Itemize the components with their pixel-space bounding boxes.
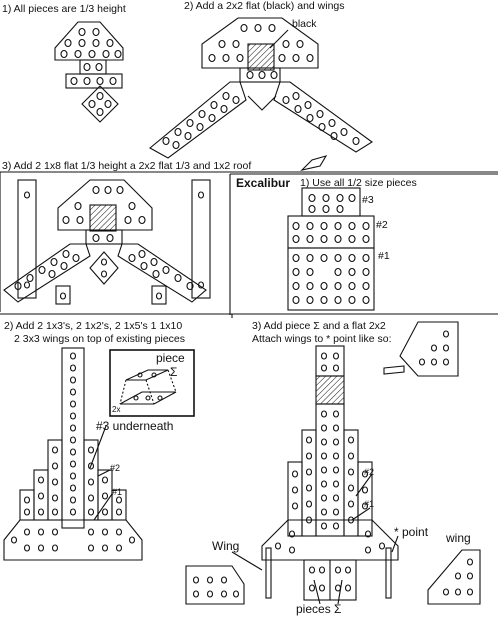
step6-marker-1: #1 (364, 499, 375, 509)
step5-studs (10, 352, 136, 552)
step6-base-wings (261, 519, 399, 561)
step5-underneath-arrow (89, 425, 107, 469)
excalibur-marker-3: #3 (362, 194, 374, 206)
step5-center-1x10 (61, 347, 85, 529)
excalibur-studs (292, 193, 370, 305)
step3-right-block (151, 285, 167, 305)
step3-nose (57, 179, 153, 231)
step2-studs (162, 23, 360, 150)
step6-black-flat (315, 375, 345, 405)
step3-studs (14, 185, 205, 300)
step1-diamond-piece (81, 85, 119, 123)
step3-black-flat (89, 204, 117, 232)
step2-assembly (149, 17, 373, 159)
step6-attach-icon (383, 365, 405, 375)
step6-point-label: * point (394, 525, 429, 539)
step1-crossbar-piece (65, 73, 123, 89)
step2-center-v (247, 95, 277, 111)
panel-frames (0, 171, 498, 318)
inset-bottom-plate (119, 391, 177, 405)
step6-wing-label-line (231, 551, 263, 571)
step1-label: 1) All pieces are 1/3 height (2, 3, 126, 15)
step1-studs (60, 27, 122, 117)
step5-marker2-line (97, 469, 111, 477)
step6-top-1x2 (315, 345, 345, 377)
excalibur-marker-1: #1 (378, 250, 390, 262)
inset-sigma: Σ (170, 365, 178, 379)
step3-center-diamond (89, 251, 119, 285)
step6-assembly (185, 321, 481, 605)
step6-pieces-label: pieces Σ (296, 602, 342, 616)
step2-black-callout: black (292, 18, 317, 30)
step5-label-line2: 2 3x3 wings on top of existing pieces (14, 333, 186, 345)
excalibur-assembly (287, 187, 375, 311)
step3-right-wing (117, 243, 207, 303)
step3-crossbar (85, 229, 123, 245)
inset-title: piece (156, 351, 185, 365)
step5-base-wings (3, 519, 143, 561)
step2-black-flat (247, 43, 275, 71)
step2-right-wing (273, 81, 373, 153)
excalibur-piece-2 (287, 215, 375, 249)
step6-left-outer-column (287, 461, 303, 537)
step6-studs (192, 330, 474, 598)
step5-marker-2: #2 (110, 463, 121, 473)
step5-underneath-label: #3 underneath (96, 419, 174, 433)
step6-center-column (315, 403, 345, 537)
step1-pieces (54, 21, 124, 123)
excalibur-marker-2: #2 (376, 219, 388, 231)
step1-nose-piece (54, 21, 124, 61)
step6-wing-detail (399, 321, 459, 377)
step3-label: 3) Add 2 1x8 flat 1/3 height a 2x2 flat … (2, 160, 252, 172)
inset-frame (109, 349, 195, 417)
step3-left-wing (3, 243, 91, 303)
step2-callout-line (269, 29, 289, 49)
inset-top-plate (125, 369, 169, 381)
step6-marker-2: #2 (364, 467, 375, 477)
step5-marker-1: #1 (112, 487, 123, 497)
step6-right-point-post (385, 547, 392, 599)
inset-tag: 2x (112, 405, 121, 414)
step6-right-outer-column (357, 461, 373, 537)
step5-marker1-line (93, 493, 113, 521)
step6-wing-right-label: wing (446, 531, 471, 545)
step5-label-line1: 2) Add 2 1x3's, 2 1x2's, 2 1x5's 1 1x10 (4, 320, 183, 332)
step6-label-line2: Attach wings to * point like so: (252, 333, 392, 345)
step3-left-1x8-flat (17, 179, 37, 299)
step2-nose-piece (201, 17, 319, 69)
step2-crossbar (239, 67, 281, 83)
step3-assembly (3, 179, 211, 305)
roof-piece-icon (300, 155, 328, 171)
step6-left-point-post (265, 547, 272, 599)
step6-point-line (391, 535, 399, 553)
step2-left-wing (149, 81, 247, 159)
step3-left-block (55, 285, 71, 305)
piece-sigma-inset (109, 349, 195, 417)
step2-label: 2) Add a 2x2 flat (black) and wings (184, 0, 345, 12)
excalibur-label: 1) Use all 1/2 size pieces (300, 177, 417, 189)
step6-left-wing (185, 565, 245, 605)
step3-right-1x8-flat (191, 179, 211, 299)
excalibur-piece-1 (287, 247, 375, 311)
excalibur-title: Excalibur (236, 176, 291, 190)
step5-left-1x5 (47, 439, 63, 521)
step6-label-line1: 3) Add piece Σ and a flat 2x2 (252, 320, 386, 332)
step6-wing-left-label: Wing (212, 539, 240, 553)
step5-assembly (3, 347, 143, 561)
step6-right-wing (427, 549, 481, 605)
